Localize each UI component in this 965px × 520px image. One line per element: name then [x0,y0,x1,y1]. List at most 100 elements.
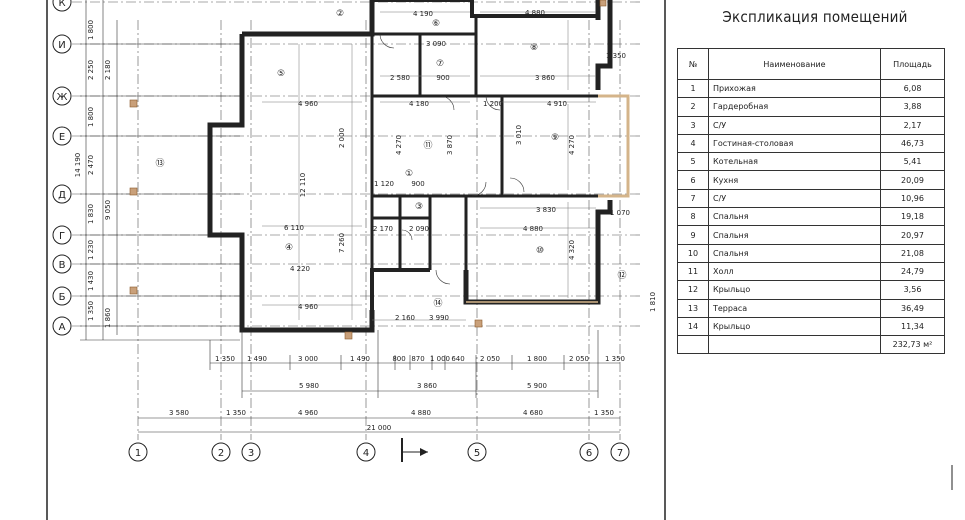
row-number: 4 [677,133,709,154]
svg-text:2 160: 2 160 [395,314,415,322]
svg-text:4 270: 4 270 [568,135,576,155]
row-number: 12 [677,280,709,300]
room-area: 3,56 [880,280,945,300]
svg-text:⑫: ⑫ [617,270,626,281]
svg-text:4 880: 4 880 [525,9,545,17]
door-swings [379,33,525,285]
room-area: 36,49 [880,298,945,318]
svg-text:1 070: 1 070 [610,209,630,217]
axis-label: 6 [586,448,592,459]
axis-label: 4 [363,448,369,459]
svg-text:2 180: 2 180 [104,60,112,80]
svg-text:⑭: ⑭ [433,298,442,309]
svg-text:1 350: 1 350 [226,409,246,417]
svg-text:④: ④ [285,243,293,253]
row-axis-markers: К И Ж Е Д Г В Б А [52,0,72,336]
room-area: 24,79 [880,261,945,282]
left-dimension-lines [80,0,240,341]
svg-text:3 830: 3 830 [536,206,556,214]
room-name: Прихожая [708,78,881,99]
svg-text:1 860: 1 860 [104,308,112,328]
room-area: 10,96 [880,188,945,209]
room-name: Холл [708,261,881,282]
svg-text:①: ① [405,169,413,179]
svg-text:⑥: ⑥ [432,19,440,29]
room-name: Спальня [708,207,881,227]
room-name: Терраса [708,298,881,318]
inner-dimension-lines [262,11,596,321]
svg-text:4 680: 4 680 [523,409,543,417]
room-name: С/У [708,188,881,209]
svg-text:3 090: 3 090 [426,40,446,48]
bottom-dimension-texts: 1 350 1 490 3 000 1 490 800 870 1 000 64… [169,355,625,432]
svg-text:6 110: 6 110 [284,224,304,232]
row-number: 7 [677,188,709,209]
svg-text:1 200: 1 200 [483,100,503,108]
svg-text:4 880: 4 880 [411,409,431,417]
axis-label: И [58,40,65,51]
axis-label: Д [58,190,66,201]
svg-text:4 220: 4 220 [290,265,310,273]
room-name: С/У [708,115,881,135]
room-name: Котельная [708,152,881,172]
svg-text:3 000: 3 000 [298,355,318,363]
svg-text:1 350: 1 350 [594,409,614,417]
room-name: Крыльцо [708,280,881,300]
section-cut-mark [401,438,428,462]
svg-text:5 980: 5 980 [299,382,319,390]
svg-text:3 010: 3 010 [515,125,523,145]
axis-label: Е [59,132,65,143]
axis-label: Г [59,231,65,242]
svg-text:3 860: 3 860 [535,74,555,82]
axis-label: К [58,0,65,9]
svg-text:⑬: ⑬ [155,158,164,169]
room-area: 21,08 [880,243,945,263]
svg-text:1 800: 1 800 [87,107,95,127]
room-area: 5,41 [880,152,945,172]
col-axis-markers: 1 2 3 4 5 6 7 [128,442,630,462]
row-number: 9 [677,225,709,245]
room-area: 6,08 [880,78,945,99]
table-total-row: 232,73 м² [677,335,945,355]
svg-text:1 430: 1 430 [87,271,95,291]
svg-text:2 050: 2 050 [569,355,589,363]
svg-text:⑧: ⑧ [530,43,538,53]
svg-text:12 110: 12 110 [299,173,307,198]
room-name: Гардеробная [708,97,881,117]
svg-text:⑪: ⑪ [423,140,432,151]
bottom-dimension-lines [138,330,620,433]
svg-text:2 170: 2 170 [373,225,393,233]
total-area: 232,73 м² [880,335,945,355]
room-area: 19,18 [880,207,945,227]
room-area: 11,34 [880,316,945,337]
svg-text:4 320: 4 320 [568,240,576,260]
room-name: Крыльцо [708,316,881,337]
svg-text:4 270: 4 270 [395,135,403,155]
exterior-walls [207,0,630,333]
col-axis-lines [137,20,621,440]
row-number: 10 [677,243,709,263]
row-number: 5 [677,152,709,172]
svg-text:2 250: 2 250 [87,60,95,80]
axis-label: Ж [57,92,68,103]
svg-text:1 800: 1 800 [87,20,95,40]
row-number: 2 [677,97,709,117]
row-number: 3 [677,115,709,135]
interior-walls [370,16,598,270]
row-number: 13 [677,298,709,318]
col-header-name: Наименование [708,48,881,80]
axis-label: 1 [135,448,141,459]
